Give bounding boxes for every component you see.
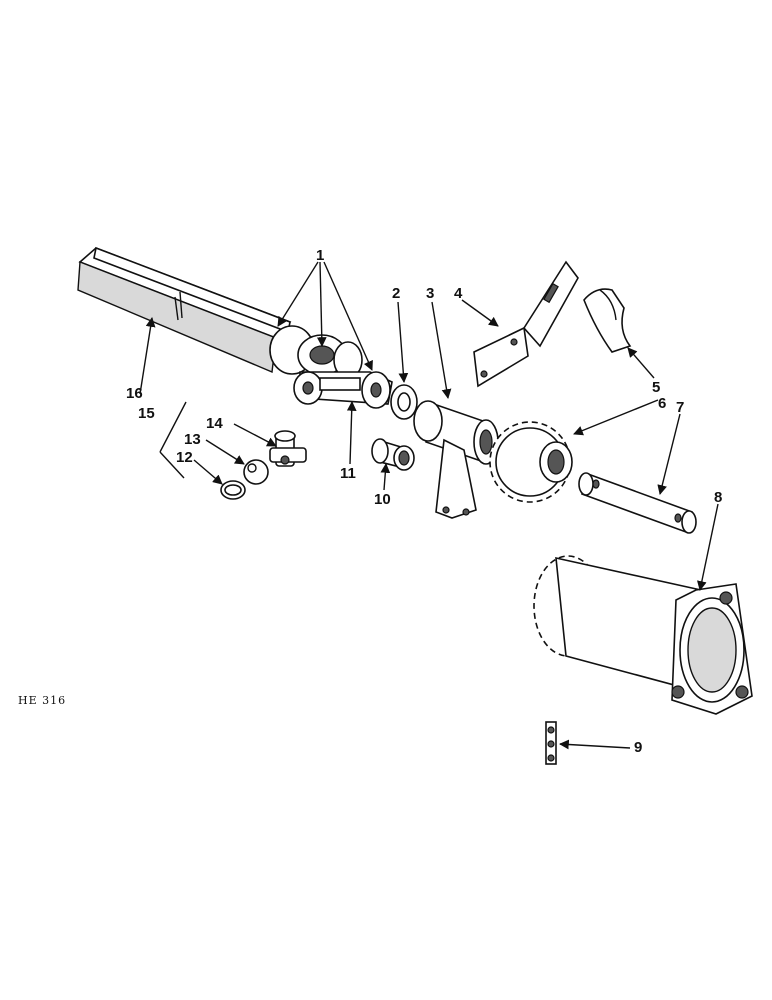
callout-15: 15 [138,405,155,422]
square-shaft-part [77,246,292,374]
sprocket-part [489,421,573,503]
callout-10: 10 [374,491,391,508]
figure-code: HE 316 [18,694,66,707]
chain-link-part [545,721,557,765]
bearing-cup-part [243,459,269,485]
callout-6: 6 [658,395,666,412]
callout-12: 12 [176,449,193,466]
universal-joint-part [269,325,393,409]
callout-11: 11 [340,465,356,482]
callout-2: 2 [392,285,400,302]
callout-14: 14 [206,415,223,432]
kit-bracket [159,401,187,479]
callout-3: 3 [426,285,434,302]
bearing-housing-part [413,400,499,519]
cross-part [269,430,307,467]
shield-clip-part [583,288,632,353]
callout-9: 9 [634,739,642,756]
bushing-part [371,438,415,471]
snap-ring-part [220,480,246,500]
callout-4: 4 [454,285,463,302]
callout-13: 13 [184,431,201,448]
leader-lines [139,261,719,750]
callout-8: 8 [714,489,722,506]
shaft-pin-part [578,472,697,534]
sprocket-tube-part [533,555,753,715]
callout-1: 1 [316,247,324,264]
callout-7: 7 [676,399,684,416]
callouts: 1 2 3 4 5 6 7 8 9 10 11 12 13 14 15 16 [126,247,722,756]
washer-part [390,384,418,420]
bracket-part [473,260,579,388]
callout-5: 5 [652,379,660,396]
callout-16: 16 [126,385,143,402]
